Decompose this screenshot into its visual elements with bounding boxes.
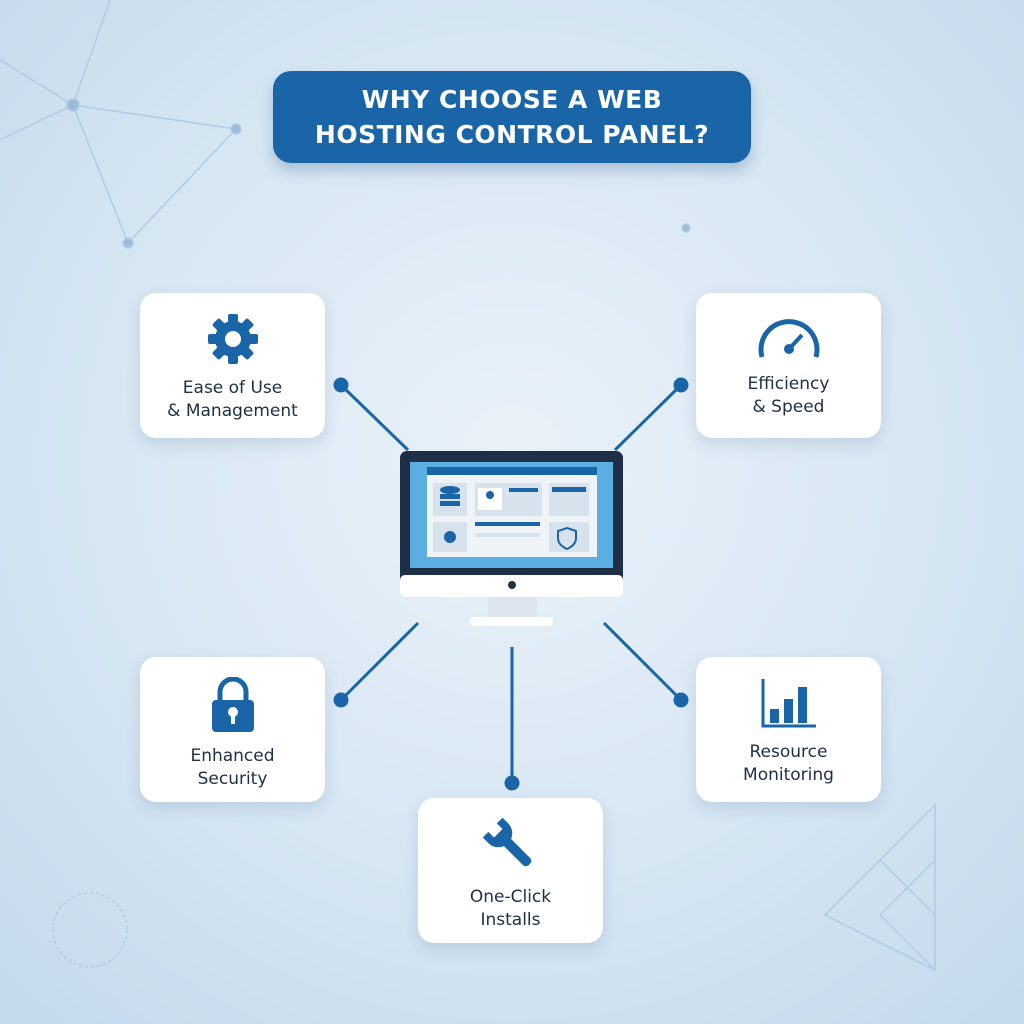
feature-card-efficiency: Efficiency& Speed xyxy=(696,293,881,438)
bar-chart-icon xyxy=(761,679,816,728)
gear-icon xyxy=(207,314,258,364)
padlock-icon xyxy=(211,677,254,732)
connectors xyxy=(333,377,689,791)
wrench-icon xyxy=(482,818,531,867)
page-title: WHY CHOOSE A WEB HOSTING CONTROL PANEL? xyxy=(273,71,751,163)
speedometer-icon xyxy=(758,319,819,358)
monitor-illustration xyxy=(400,451,623,626)
feature-card-ease-of-use: Ease of Use& Management xyxy=(140,293,325,438)
